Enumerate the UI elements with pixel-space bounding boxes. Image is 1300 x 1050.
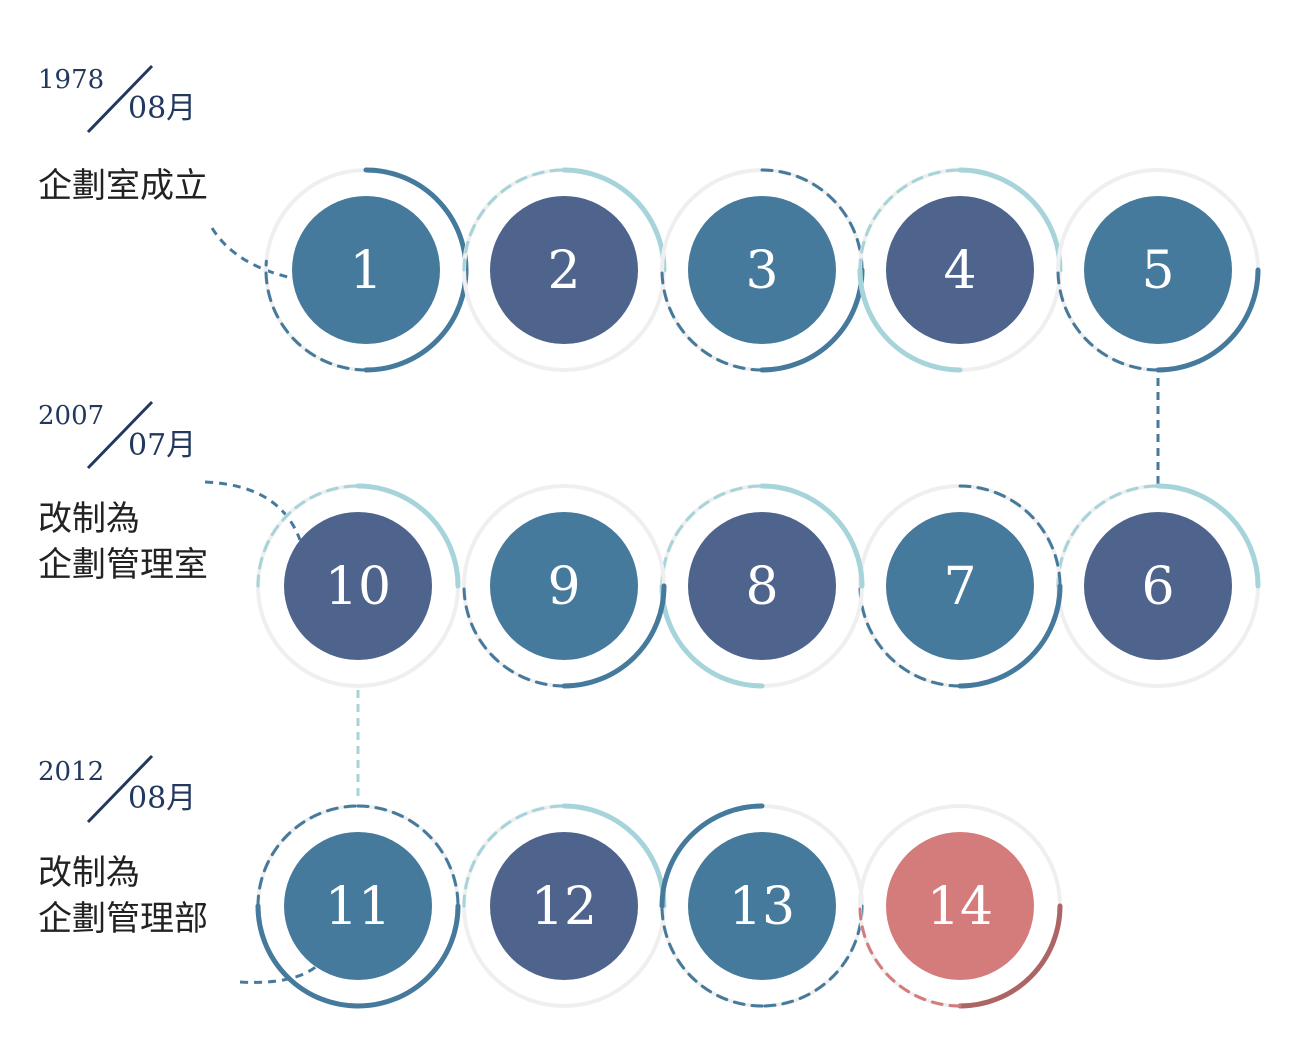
node-number: 12 bbox=[531, 877, 597, 937]
node-circle bbox=[490, 512, 638, 660]
node-progress-arc bbox=[462, 584, 566, 688]
node-progress-arc bbox=[1155, 267, 1261, 373]
node-progress-arc bbox=[957, 903, 1063, 1009]
milestone-date-2012: 2012 08月 bbox=[38, 754, 196, 824]
node-circle bbox=[292, 196, 440, 344]
milestone-label-2012: 改制為 企劃管理部 bbox=[38, 850, 208, 942]
node-progress-arc bbox=[957, 583, 1063, 689]
node-number: 3 bbox=[745, 241, 778, 301]
milestone-label-line: 企劃管理室 bbox=[38, 545, 208, 585]
node-circle bbox=[284, 832, 432, 980]
node-number: 9 bbox=[547, 557, 580, 617]
node-circle bbox=[1084, 196, 1232, 344]
node-circle bbox=[490, 832, 638, 980]
node-progress-arc bbox=[355, 483, 461, 589]
milestone-date-1978: 1978 08月 bbox=[38, 64, 196, 134]
timeline-node-5: 5 bbox=[1056, 168, 1261, 373]
node-circle bbox=[886, 512, 1034, 660]
node-circle bbox=[490, 196, 638, 344]
node-circle bbox=[886, 832, 1034, 980]
node-progress-arc bbox=[462, 168, 566, 272]
timeline-node-10: 10 bbox=[256, 483, 461, 688]
node-progress-arc bbox=[760, 904, 864, 1008]
node-circle bbox=[886, 196, 1034, 344]
node-number: 1 bbox=[349, 241, 382, 301]
node-progress-arc bbox=[1056, 484, 1160, 588]
node-number: 10 bbox=[325, 557, 391, 617]
milestone-year: 2012 bbox=[38, 757, 104, 787]
node-progress-arc bbox=[363, 276, 469, 373]
milestone-month: 08月 bbox=[128, 781, 196, 816]
node-progress-arc bbox=[857, 267, 963, 373]
milestone-label-line: 企劃管理部 bbox=[38, 899, 208, 939]
node-circle bbox=[1084, 512, 1232, 660]
node-circle bbox=[688, 832, 836, 980]
node-progress-arc bbox=[561, 167, 667, 273]
timeline-node-12: 12 bbox=[462, 803, 667, 1008]
timeline-node-2: 2 bbox=[462, 167, 667, 372]
node-number: 7 bbox=[943, 557, 976, 617]
timeline-node-1: 1 bbox=[264, 167, 469, 373]
node-progress-arc bbox=[356, 804, 460, 908]
node-progress-arc bbox=[660, 904, 764, 1008]
milestone-label-2007: 改制為 企劃管理室 bbox=[38, 496, 208, 588]
milestone-year: 1978 bbox=[38, 65, 104, 95]
milestone-label-line: 改制為 bbox=[38, 853, 140, 893]
node-circle bbox=[284, 512, 432, 660]
timeline-node-3: 3 bbox=[660, 168, 865, 373]
timeline-node-8: 8 bbox=[659, 483, 865, 689]
node-number: 5 bbox=[1141, 241, 1174, 301]
node-progress-arc bbox=[858, 168, 962, 272]
leader-line-1978 bbox=[210, 227, 293, 280]
node-progress-arc bbox=[462, 804, 566, 908]
node-number: 14 bbox=[927, 877, 993, 937]
milestone-month: 07月 bbox=[128, 428, 196, 463]
node-number: 6 bbox=[1141, 557, 1174, 617]
node-circle bbox=[688, 196, 836, 344]
milestone-year: 2007 bbox=[38, 401, 104, 431]
milestone-month: 08月 bbox=[128, 91, 196, 126]
milestone-label-1978: 企劃室成立 bbox=[38, 163, 208, 209]
milestone-label-line: 改制為 bbox=[38, 499, 140, 539]
node-progress-arc bbox=[858, 904, 962, 1008]
node-progress-arc bbox=[264, 259, 368, 372]
node-number: 2 bbox=[547, 241, 580, 301]
node-progress-arc bbox=[256, 804, 360, 908]
node-number: 13 bbox=[729, 877, 795, 937]
node-progress-arc bbox=[1056, 268, 1160, 372]
node-progress-arc bbox=[660, 268, 764, 372]
timeline-node-14: 14 bbox=[858, 804, 1063, 1009]
node-progress-arc bbox=[1155, 483, 1261, 589]
node-progress-arc bbox=[561, 583, 667, 689]
milestone-date-2007: 2007 07月 bbox=[38, 400, 196, 470]
timeline-node-13: 13 bbox=[659, 803, 864, 1008]
node-progress-arc bbox=[957, 167, 1063, 273]
node-progress-arc bbox=[760, 168, 864, 272]
node-progress-arc bbox=[355, 903, 461, 1009]
node-number: 8 bbox=[745, 557, 778, 617]
node-number: 11 bbox=[325, 877, 391, 937]
node-progress-arc bbox=[659, 803, 765, 909]
node-progress-arc bbox=[256, 484, 360, 588]
node-progress-arc bbox=[958, 484, 1062, 588]
timeline-node-7: 7 bbox=[858, 484, 1063, 689]
timeline-node-11: 11 bbox=[255, 804, 461, 1009]
timeline-node-9: 9 bbox=[462, 484, 667, 689]
timeline-node-6: 6 bbox=[1056, 483, 1261, 688]
node-number: 4 bbox=[943, 241, 976, 301]
timeline-node-4: 4 bbox=[857, 167, 1063, 373]
node-progress-arc bbox=[858, 584, 962, 688]
node-circle bbox=[688, 512, 836, 660]
node-progress-arc bbox=[660, 484, 764, 588]
node-progress-arc bbox=[255, 903, 361, 1009]
node-progress-arc bbox=[759, 483, 865, 589]
milestone-label-line: 企劃室成立 bbox=[38, 166, 208, 206]
leader-line-2007 bbox=[204, 480, 302, 541]
